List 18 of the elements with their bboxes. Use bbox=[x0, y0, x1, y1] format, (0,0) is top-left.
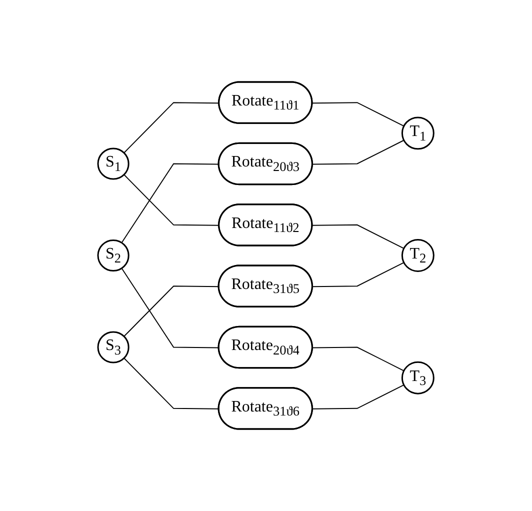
connector bbox=[124, 102, 220, 154]
connector bbox=[124, 358, 220, 410]
connector bbox=[124, 286, 220, 337]
connector bbox=[121, 163, 220, 244]
connector bbox=[312, 102, 405, 127]
connector bbox=[124, 174, 220, 226]
node-circle: T$_{2}$ bbox=[402, 239, 435, 272]
connector bbox=[121, 268, 220, 348]
connector bbox=[312, 224, 405, 249]
connector bbox=[312, 262, 405, 288]
connector bbox=[312, 346, 405, 372]
node-circle: S$_{1}$ bbox=[97, 148, 130, 180]
node-circle: S$_{2}$ bbox=[97, 239, 130, 272]
node-circle: T$_{3}$ bbox=[402, 361, 435, 394]
node-circle: S$_{3}$ bbox=[97, 331, 130, 364]
connector bbox=[312, 140, 405, 165]
connector bbox=[312, 384, 405, 410]
node-circle: T$_{1}$ bbox=[402, 116, 435, 150]
